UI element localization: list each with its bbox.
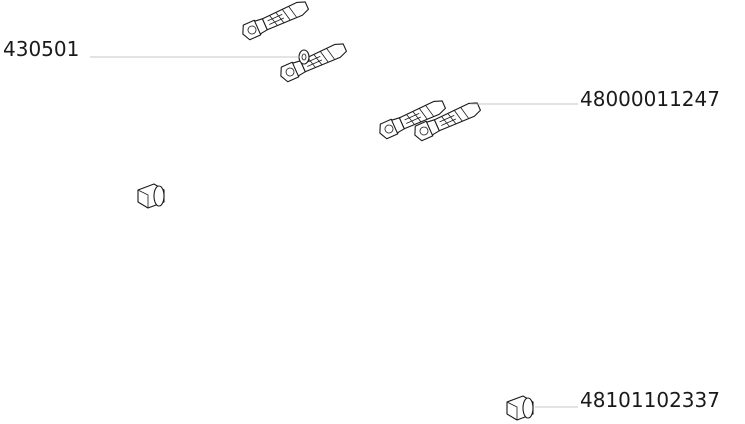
cap-2	[506, 395, 534, 421]
screw-anchor-1	[239, 0, 311, 42]
cap-1	[137, 183, 165, 209]
callout-label-48000011247: 48000011247	[580, 87, 720, 111]
screw-anchor-with-washer	[277, 39, 349, 84]
callout-label-430501: 430501	[3, 37, 79, 61]
washer	[298, 49, 310, 65]
callout-label-48101102337: 48101102337	[580, 388, 720, 412]
